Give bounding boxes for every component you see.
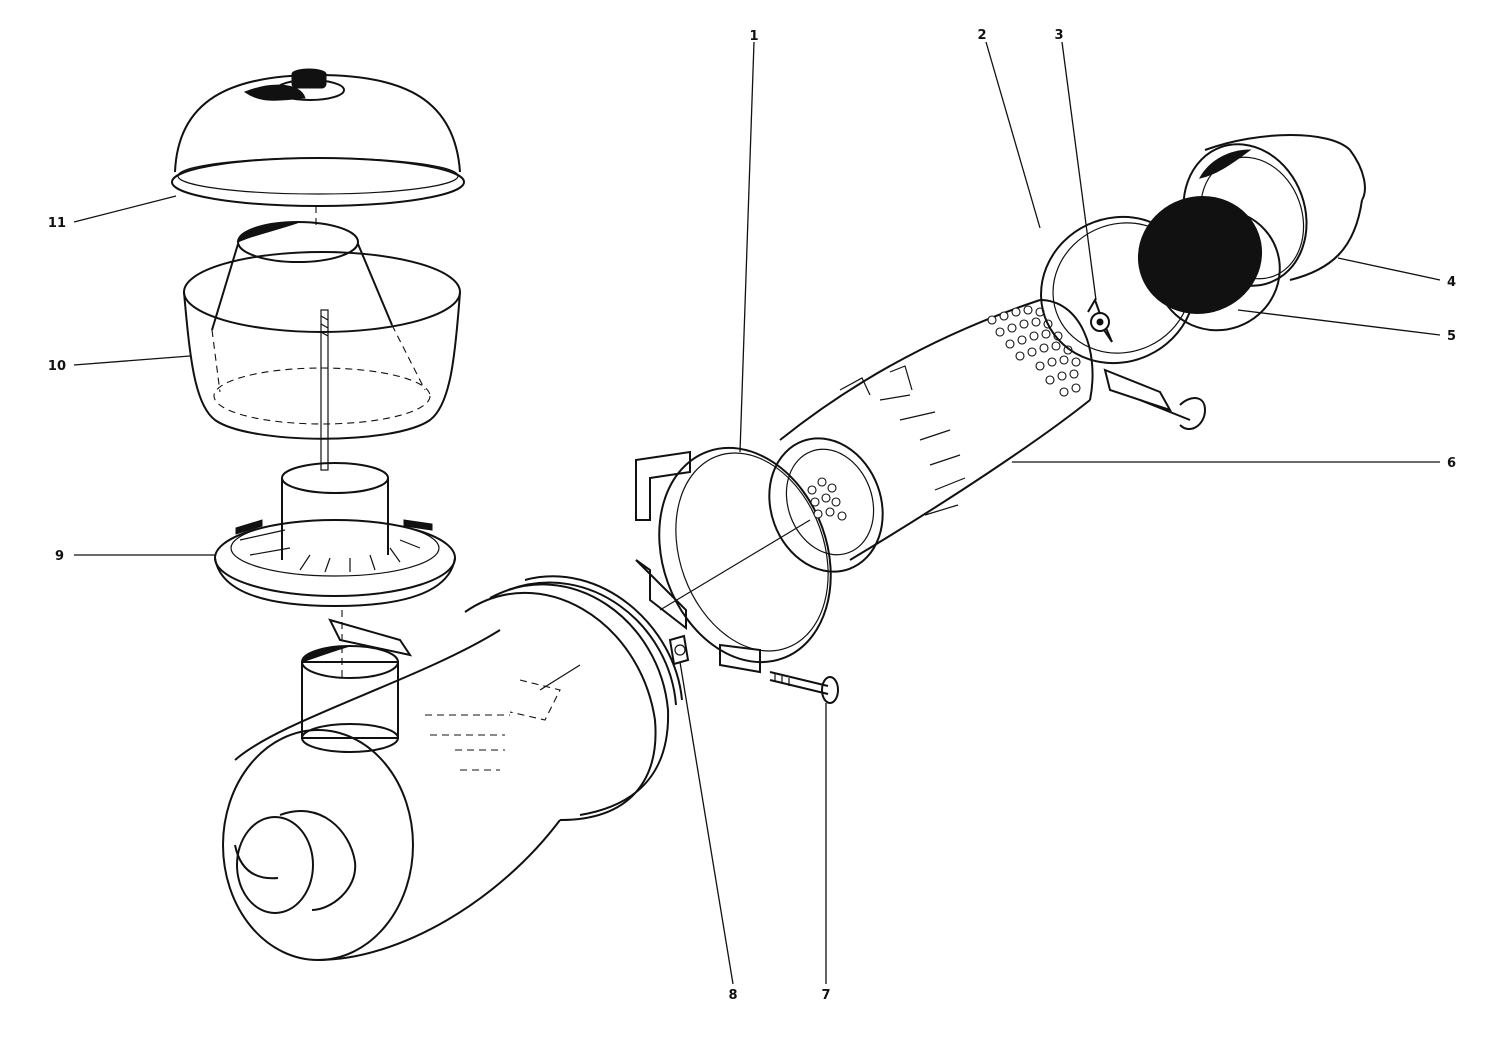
callout-labels: 1 2 3 4 5 6 7 8 9 10 11 (48, 28, 1456, 1003)
part-4-outer-cup (1182, 134, 1366, 287)
part-5-inner-filter (1137, 196, 1281, 332)
callout-8: 8 (728, 988, 737, 1003)
leader-8 (679, 661, 734, 985)
part-10-oil-bowl (183, 206, 461, 471)
callout-10: 10 (48, 359, 66, 374)
leader-lines (73, 41, 1441, 985)
leader-1 (739, 41, 755, 453)
part-8-nut (668, 634, 690, 666)
main-body (222, 575, 683, 961)
part-7-bolt (769, 671, 839, 704)
callout-9: 9 (55, 549, 64, 564)
callout-5: 5 (1447, 329, 1456, 344)
part-3-wing-nut (1087, 297, 1113, 343)
leader-10 (73, 355, 191, 366)
leader-2 (985, 41, 1041, 229)
leader-5 (1237, 309, 1441, 336)
part-9-baffle-plate (214, 462, 456, 680)
filter-end-perforations (807, 477, 847, 521)
filter-perforated-band (987, 305, 1081, 397)
callout-6: 6 (1447, 456, 1456, 471)
part-6-filter-element (768, 299, 1094, 573)
callout-4: 4 (1447, 275, 1456, 290)
leader-11 (73, 195, 177, 223)
callout-11: 11 (48, 216, 66, 231)
part-1-mounting-clamp (635, 446, 832, 674)
leader-3 (1061, 41, 1097, 301)
callout-3: 3 (1054, 28, 1063, 43)
callout-1: 1 (749, 29, 758, 44)
callout-2: 2 (977, 28, 986, 43)
part-11-dome-cover (171, 68, 465, 207)
callout-7: 7 (821, 988, 830, 1003)
leader-4 (1337, 257, 1441, 281)
